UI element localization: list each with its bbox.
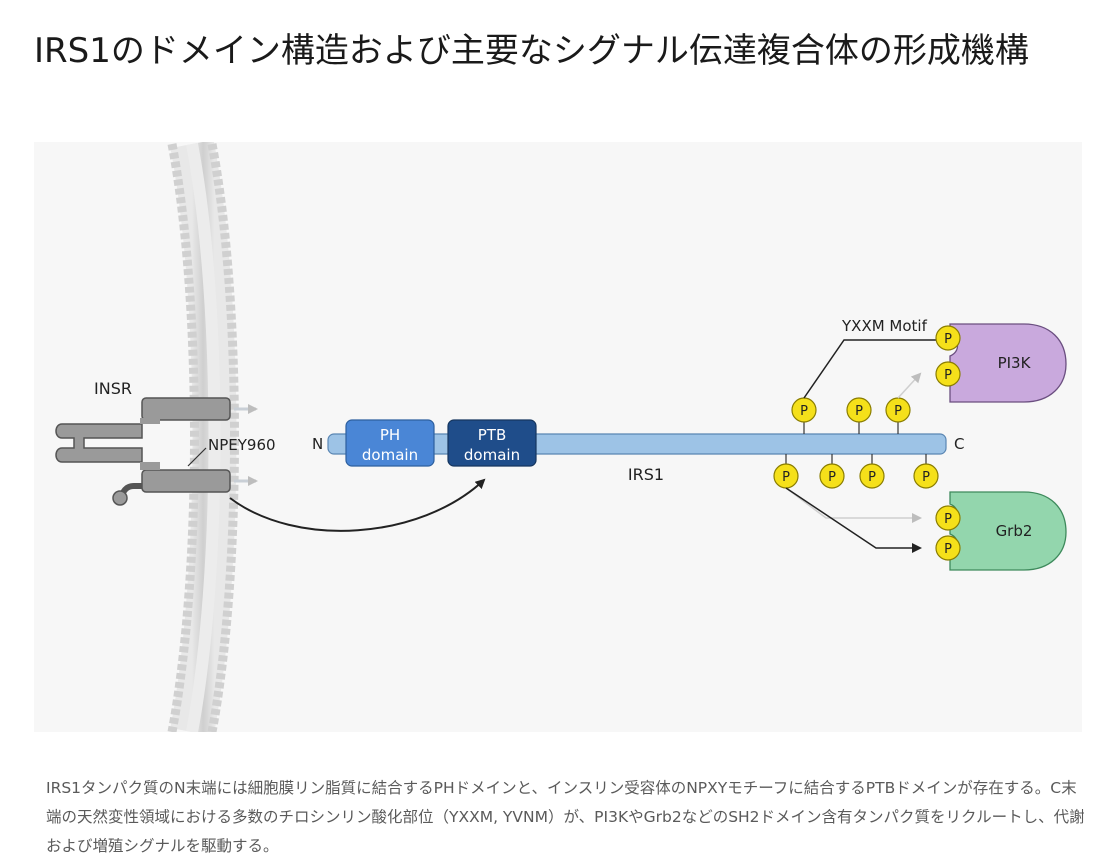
phospho-site: P (935, 535, 961, 561)
npey-pointer (187, 447, 207, 467)
phospho-site: P (773, 463, 799, 489)
svg-text:P: P (868, 470, 876, 485)
pi3k-complex: PI3K P P (935, 323, 1067, 403)
grb2-recruit-arrow (785, 487, 922, 523)
irs1-label: IRS1 (628, 465, 664, 484)
phospho-site: P (791, 397, 817, 423)
svg-text:PTB: PTB (478, 426, 507, 444)
page-title: IRS1のドメイン構造および主要なシグナル伝達複合体の形成機構 (34, 31, 1029, 71)
svg-text:P: P (800, 404, 808, 419)
svg-text:P: P (828, 470, 836, 485)
svg-text:domain: domain (464, 446, 520, 464)
svg-text:PH: PH (380, 426, 400, 444)
irs1-diagram: INSR NPEY960 N C IRS1 PH domain PTB doma… (55, 142, 1067, 732)
n-terminus-label: N (312, 435, 323, 453)
svg-text:P: P (944, 368, 952, 383)
ptb-domain: PTB domain (447, 419, 537, 467)
phospho-sites-upper: P P P (791, 397, 911, 434)
npey960-label: NPEY960 (208, 436, 276, 454)
svg-text:P: P (894, 404, 902, 419)
grb2-binding-arrow (785, 487, 922, 553)
phospho-site: P (913, 463, 939, 489)
yxxm-motif-label: YXXM Motif (841, 317, 928, 335)
phospho-site: P (935, 325, 961, 351)
phospho-site: P (935, 505, 961, 531)
phospho-site: P (846, 397, 872, 423)
cell-membrane (167, 142, 239, 732)
ph-domain: PH domain (345, 419, 435, 467)
svg-text:P: P (944, 542, 952, 557)
svg-text:P: P (944, 332, 952, 347)
svg-text:P: P (782, 470, 790, 485)
pi3k-label: PI3K (998, 354, 1032, 372)
insr-label: INSR (94, 379, 132, 398)
grb2-complex: Grb2 P P (935, 491, 1067, 571)
phospho-site: P (935, 361, 961, 387)
svg-text:domain: domain (362, 446, 418, 464)
phospho-site: P (885, 397, 911, 423)
pi3k-recruit-arrow (897, 372, 922, 399)
diagram-panel: INSR NPEY960 N C IRS1 PH domain PTB doma… (34, 142, 1082, 732)
npey-ptb-binding-arrow (229, 478, 486, 532)
phospho-site: P (819, 463, 845, 489)
grb2-label: Grb2 (996, 522, 1033, 540)
svg-text:P: P (855, 404, 863, 419)
phospho-site: P (859, 463, 885, 489)
svg-text:P: P (922, 470, 930, 485)
phospho-sites-lower: P P P P (773, 454, 939, 489)
insulin-receptor (55, 397, 258, 506)
yxxm-connector (803, 339, 940, 399)
svg-text:P: P (944, 512, 952, 527)
c-terminus-label: C (954, 435, 964, 453)
figure-caption: IRS1タンパク質のN末端には細胞膜リン脂質に結合するPHドメインと、インスリン… (46, 778, 1085, 855)
